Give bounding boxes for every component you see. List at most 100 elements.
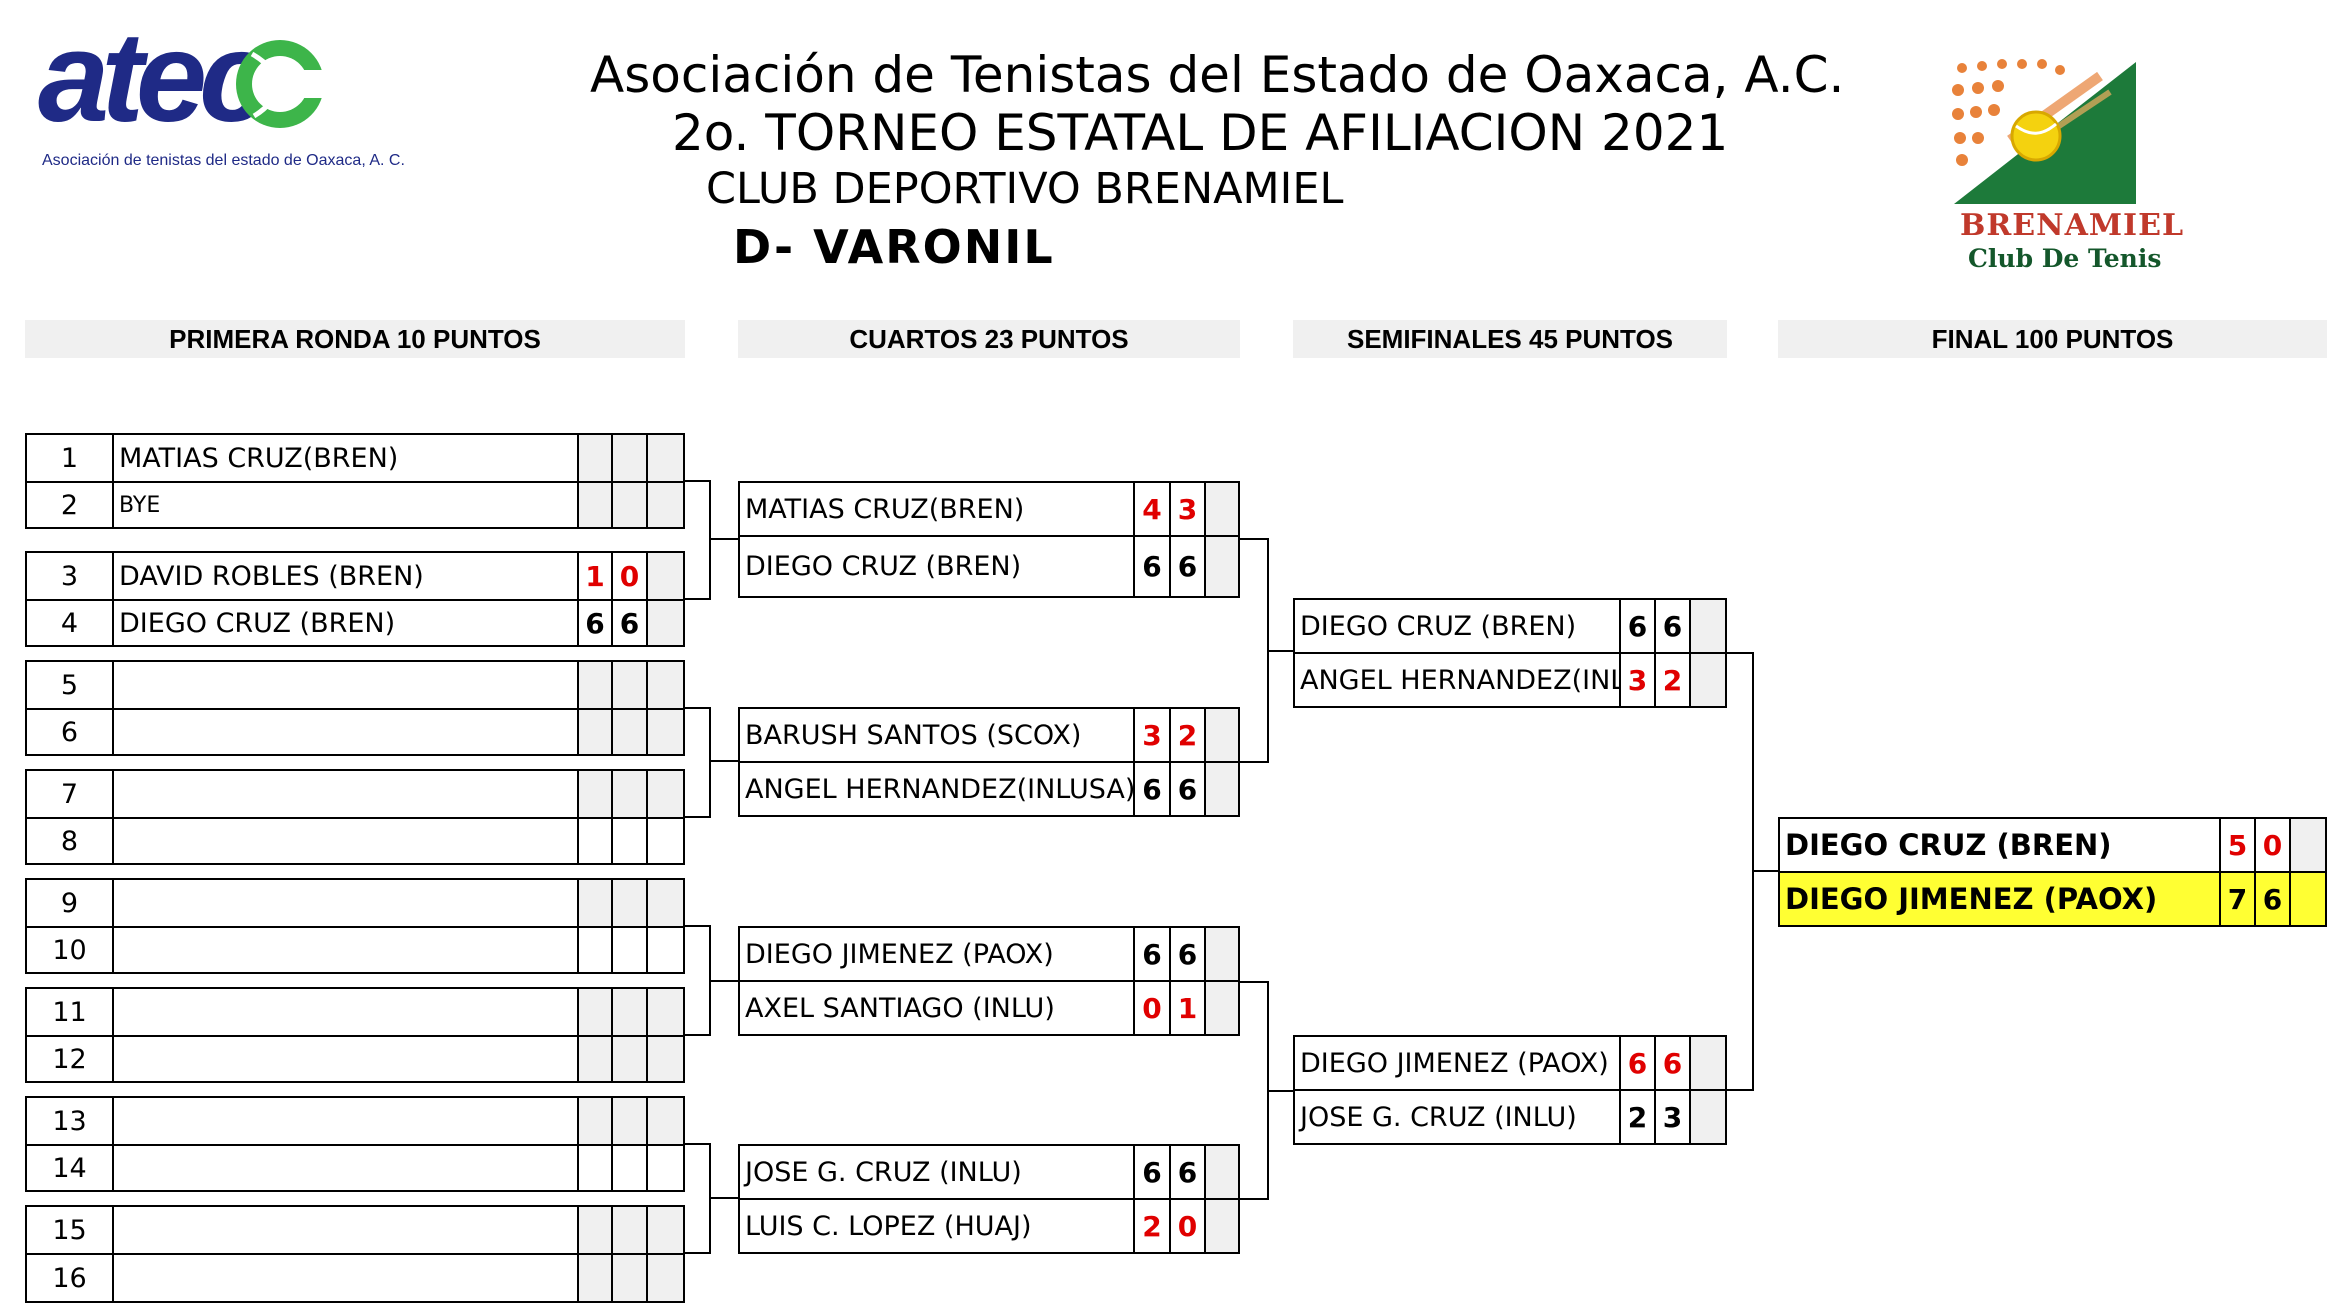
set-score-1 [577,817,613,865]
round-header-first: PRIMERA RONDA 10 PUNTOS [25,320,685,358]
player-name: JOSE G. CRUZ (INLU) [1293,1089,1621,1145]
set-score-1 [577,1096,613,1146]
tournament-title: 2o. TORNEO ESTATAL DE AFILIACION 2021 [672,104,1729,162]
player-name: BARUSH SANTOS (SCOX) [738,707,1135,763]
set-score-2 [611,926,648,974]
set-score-3 [646,769,685,819]
player-name: DIEGO JIMENEZ (PAOX) [738,926,1135,982]
set-score-3 [646,551,685,601]
set-score-3 [1204,1198,1240,1254]
set-score-3 [1689,1089,1727,1145]
seed-number: 3 [25,551,114,601]
connector [1752,870,1778,872]
player-name [112,660,579,710]
set-score-3 [646,878,685,928]
player-name: DIEGO CRUZ (BREN) [1293,598,1621,654]
set-score-2: 6 [1169,1144,1206,1200]
set-score-2 [611,987,648,1037]
set-score-2 [611,481,648,529]
player-name: MATIAS CRUZ(BREN) [738,481,1135,537]
connector [1240,981,1269,983]
set-score-3 [646,1035,685,1083]
set-score-1: 7 [2219,871,2256,927]
set-score-2: 3 [1654,1089,1691,1145]
seed-number: 11 [25,987,114,1037]
player-name: BYE [112,481,579,529]
set-score-1 [577,878,613,928]
brenamiel-logo-subtitle: Club De Tenis [1968,244,2162,273]
player-name: DAVID ROBLES (BREN) [112,551,579,601]
seed-number: 12 [25,1035,114,1083]
round-header-semis: SEMIFINALES 45 PUNTOS [1293,320,1727,358]
set-score-1: 2 [1619,1089,1656,1145]
set-score-2 [611,878,648,928]
round-header-quarters: CUARTOS 23 PUNTOS [738,320,1240,358]
round-header-final: FINAL 100 PUNTOS [1778,320,2327,358]
player-name [112,769,579,819]
set-score-2: 0 [2254,817,2291,873]
seed-number: 15 [25,1205,114,1255]
connector [709,707,711,818]
set-score-1 [577,481,613,529]
club-title: CLUB DEPORTIVO BRENAMIEL [706,164,1344,214]
player-name [112,987,579,1037]
set-score-3 [646,817,685,865]
connector [685,1143,711,1145]
set-score-3 [646,1253,685,1303]
set-score-1: 6 [1133,1144,1171,1200]
set-score-2 [611,1205,648,1255]
set-score-2 [611,660,648,710]
connector [685,1252,711,1254]
seed-number: 8 [25,817,114,865]
connector [709,1197,738,1199]
player-name: ANGEL HERNANDEZ(INLUSA) [1293,652,1621,708]
player-name [112,1205,579,1255]
set-score-2: 6 [1654,1035,1691,1091]
player-name: AXEL SANTIAGO (INLU) [738,980,1135,1036]
brenamiel-logo-name: BRENAMIEL [1960,208,2185,243]
player-name [112,878,579,928]
player-name [112,1253,579,1303]
seed-number: 16 [25,1253,114,1303]
set-score-3 [1689,598,1727,654]
seed-number: 9 [25,878,114,928]
seed-number: 2 [25,481,114,529]
set-score-3 [1689,1035,1727,1091]
player-name: JOSE G. CRUZ (INLU) [738,1144,1135,1200]
set-score-2: 6 [1654,598,1691,654]
association-title: Asociación de Tenistas del Estado de Oax… [590,46,1845,104]
player-name [112,1144,579,1192]
set-score-1 [577,433,613,483]
connector [685,816,711,818]
set-score-2 [611,1096,648,1146]
connector [1267,650,1293,652]
set-score-1: 3 [1619,652,1656,708]
set-score-1: 2 [1133,1198,1171,1254]
set-score-2 [611,1035,648,1083]
connector [709,980,738,982]
seed-number: 13 [25,1096,114,1146]
connector [1240,538,1269,540]
player-name: DIEGO CRUZ (BREN) [738,535,1135,598]
category-title: D- VARONIL [733,220,1055,274]
seed-number: 14 [25,1144,114,1192]
set-score-1 [577,1205,613,1255]
brenamiel-emblem-icon [1952,59,2136,204]
set-score-2: 2 [1654,652,1691,708]
seed-number: 5 [25,660,114,710]
set-score-3 [646,926,685,974]
finalist-name: DIEGO CRUZ (BREN) [1778,817,2221,873]
connector [709,760,738,762]
connector [685,598,711,600]
seed-number: 4 [25,599,114,647]
set-score-1: 0 [1133,980,1171,1036]
set-score-1 [577,708,613,756]
set-score-2: 6 [1169,926,1206,982]
player-name: DIEGO CRUZ (BREN) [112,599,579,647]
player-name [112,1035,579,1083]
set-score-3 [1204,707,1240,763]
set-score-3 [1204,980,1240,1036]
seed-number: 10 [25,926,114,974]
set-score-3 [646,599,685,647]
player-name [112,708,579,756]
